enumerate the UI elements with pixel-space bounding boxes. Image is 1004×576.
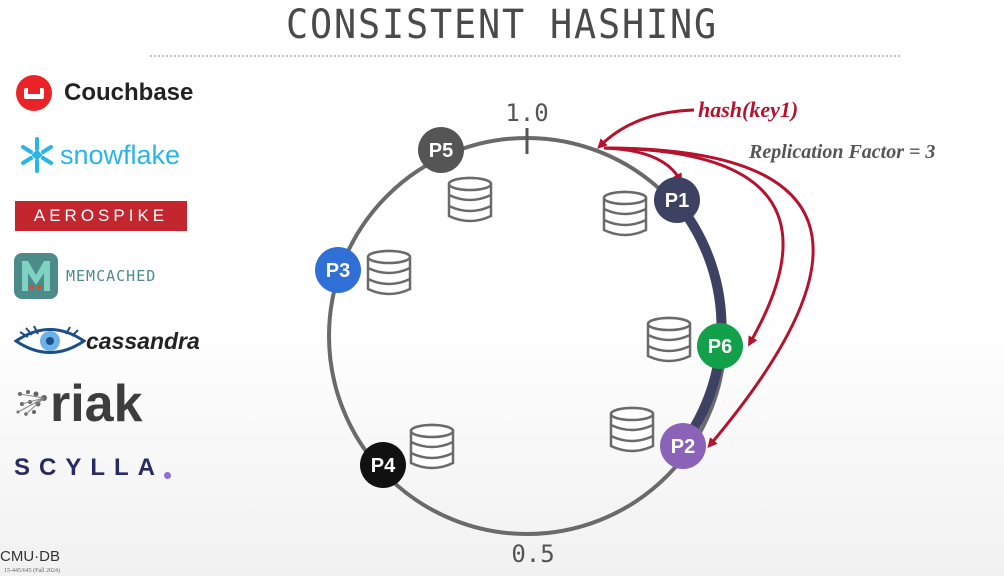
aerospike-logo: AEROSPIKE <box>15 201 187 231</box>
svg-text:P4: P4 <box>371 455 396 477</box>
database-icon <box>366 249 412 296</box>
title-divider <box>150 55 900 57</box>
replica-arrow-p2 <box>603 146 815 449</box>
snowflake-label: snowflake <box>60 139 181 170</box>
couchbase-logo: Couchbase <box>15 74 193 112</box>
scylla-label: SCYLLA <box>14 454 164 481</box>
scylla-dot <box>164 471 171 479</box>
partition-node-p5: P5 <box>418 127 464 173</box>
memcached-icon <box>14 253 58 299</box>
database-icon <box>602 190 648 237</box>
svg-text:P6: P6 <box>708 336 732 358</box>
riak-icon <box>16 390 47 416</box>
database-icon <box>609 406 655 453</box>
cassandra-eye-icon <box>14 325 86 354</box>
memcached-label: MEMCACHED <box>66 267 157 285</box>
database-logos: Couchbase snowflake AEROSPIKE MEMCACHED <box>0 60 200 500</box>
course-label: 15-445/645 (Fall 2024) <box>4 568 60 574</box>
replica-range-arc <box>672 197 727 449</box>
partition-node-p2: P2 <box>660 423 706 469</box>
svg-text:P3: P3 <box>326 260 350 282</box>
partition-node-p6: P6 <box>697 323 743 369</box>
svg-text:P2: P2 <box>671 436 695 458</box>
hash-key-label: hash(key1) <box>698 97 798 122</box>
memcached-logo: MEMCACHED <box>14 253 156 299</box>
ring-bottom-label: 0.5 <box>511 540 554 568</box>
couchbase-icon <box>16 75 52 111</box>
couchbase-label: Couchbase <box>64 79 194 106</box>
partition-node-p4: P4 <box>360 442 406 488</box>
database-icon <box>646 316 692 363</box>
ring-top-label: 1.0 <box>505 99 548 127</box>
partition-node-p3: P3 <box>315 247 361 293</box>
riak-label: riak <box>50 375 143 433</box>
partition-node-p1: P1 <box>654 177 700 223</box>
hash-arrow <box>597 108 695 149</box>
svg-text:P5: P5 <box>429 140 453 162</box>
scylla-logo: SCYLLA <box>14 454 171 482</box>
cassandra-logo: cassandra <box>14 324 200 358</box>
aerospike-label: AEROSPIKE <box>33 206 169 225</box>
cmu-db-logo: CMU·DB <box>0 548 60 565</box>
database-icon <box>409 423 455 470</box>
slide-title: CONSISTENT HASHING <box>286 2 718 48</box>
riak-logo: riak <box>14 378 143 430</box>
snowflake-icon <box>21 137 53 173</box>
replication-factor-label: Replication Factor = 3 <box>748 141 935 163</box>
database-icon <box>447 176 493 223</box>
replica-arrow-p6 <box>603 146 785 347</box>
snowflake-logo: snowflake <box>17 135 180 175</box>
cassandra-label: cassandra <box>86 327 200 354</box>
svg-text:P1: P1 <box>665 190 689 212</box>
footer: CMU·DB 15-445/645 (Fall 2024) <box>0 548 120 576</box>
